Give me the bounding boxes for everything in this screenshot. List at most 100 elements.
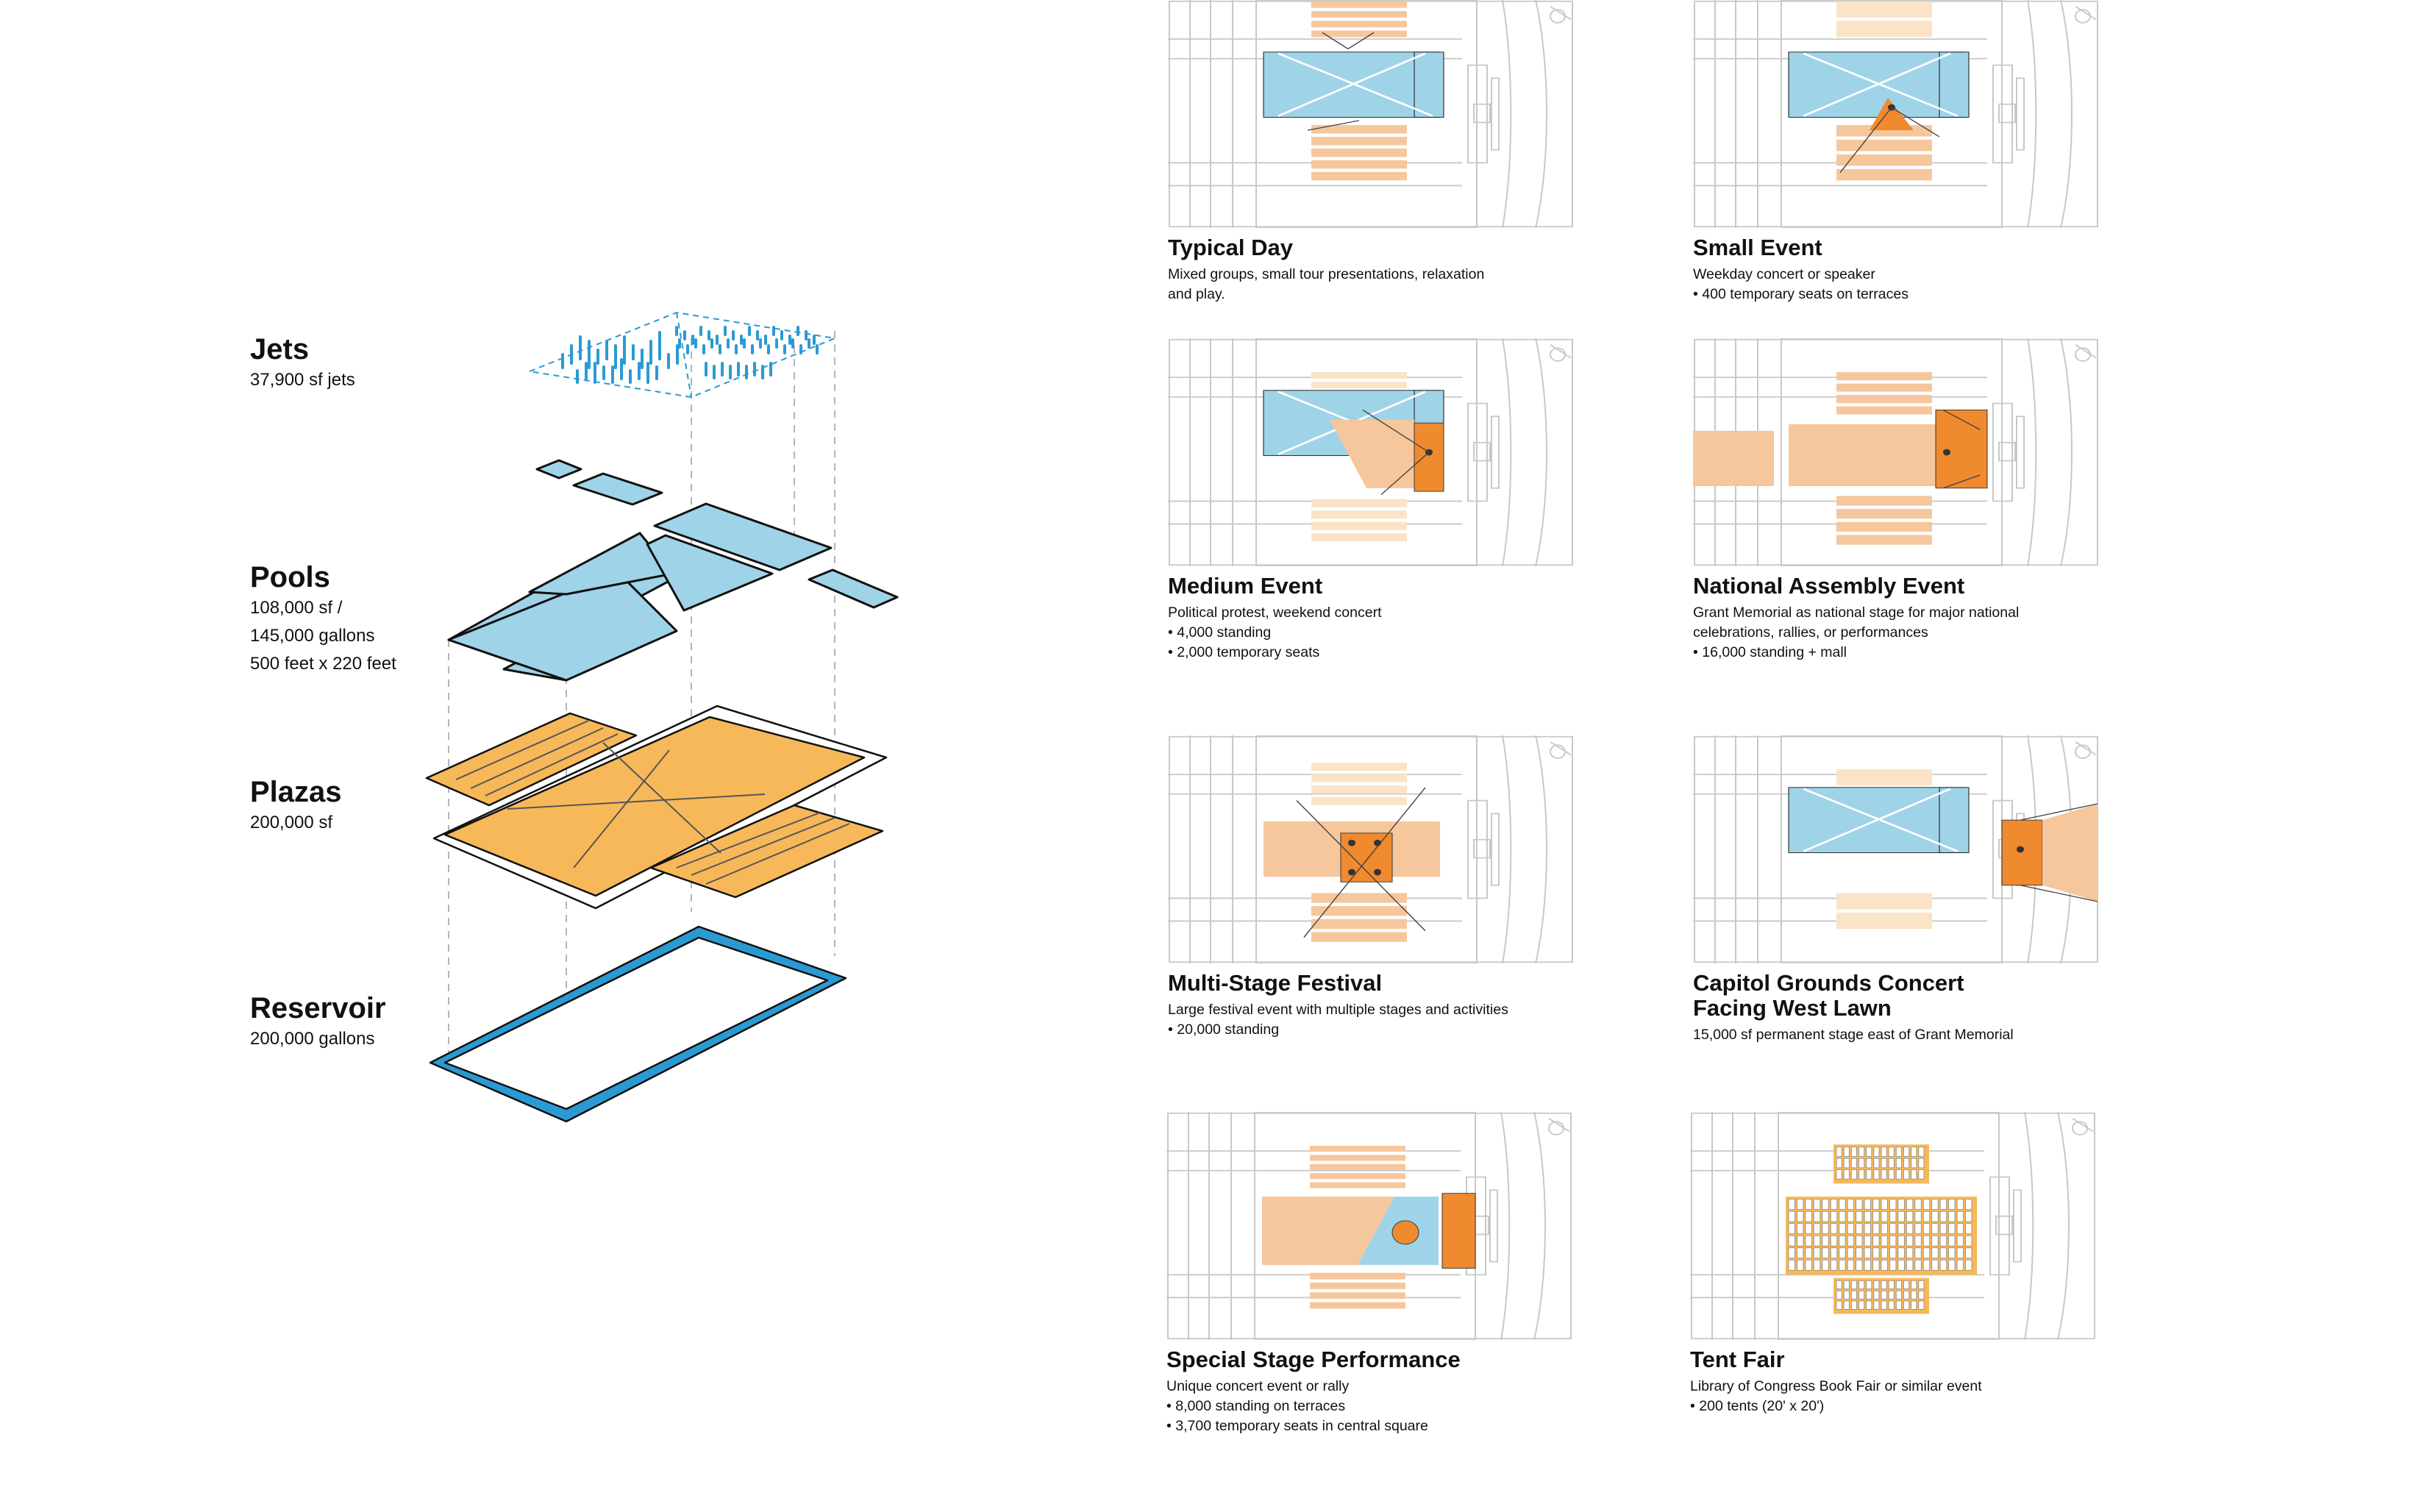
seating-row xyxy=(1311,382,1407,389)
seating-row xyxy=(1311,11,1407,18)
scenario-title: Typical Day xyxy=(1168,235,1294,260)
seating-row xyxy=(1311,796,1407,805)
layer-desc: 500 feet x 220 feet xyxy=(250,654,396,674)
tent xyxy=(1805,1259,1812,1271)
tent xyxy=(1836,1280,1842,1289)
seating-row xyxy=(1310,1292,1405,1299)
tent xyxy=(1911,1158,1917,1169)
tent xyxy=(1888,1158,1895,1169)
tent xyxy=(1903,1280,1910,1289)
tent xyxy=(1939,1210,1947,1222)
tent xyxy=(1948,1247,1956,1259)
tent xyxy=(1881,1259,1888,1271)
tent xyxy=(1939,1235,1947,1247)
tent xyxy=(1906,1210,1914,1222)
exploded-axonometric xyxy=(425,311,899,1123)
seating-row xyxy=(1836,496,1932,506)
scenario-bullet: 200 tents (20' x 20') xyxy=(1690,1397,2102,1416)
tent xyxy=(1788,1235,1795,1247)
plaza-block xyxy=(1781,0,2003,228)
tent xyxy=(1881,1169,1887,1180)
tent xyxy=(1873,1300,1880,1310)
tent xyxy=(1914,1235,1922,1247)
plan-path xyxy=(2075,741,2097,756)
memorial-statue xyxy=(1473,103,1491,124)
tent xyxy=(1881,1235,1888,1247)
tent xyxy=(1911,1280,1917,1289)
tent xyxy=(1864,1247,1871,1259)
tent xyxy=(1956,1235,1964,1247)
pool-east xyxy=(1939,787,1970,853)
memorial-steps xyxy=(2016,77,2025,151)
tent xyxy=(1836,1169,1842,1180)
tent xyxy=(1850,1147,1857,1157)
tent xyxy=(1965,1223,1972,1234)
memorial-statue xyxy=(1473,441,1491,462)
scenario-title: Medium Event xyxy=(1168,573,1323,599)
memorial-outline xyxy=(1467,402,1488,502)
tent xyxy=(1922,1210,1931,1222)
tent xyxy=(1965,1199,1972,1210)
tent xyxy=(1922,1199,1931,1210)
pool-east xyxy=(1939,51,1970,118)
tent xyxy=(1903,1147,1910,1157)
tent xyxy=(1922,1223,1931,1234)
pool-main-right xyxy=(653,502,833,571)
memorial-outline xyxy=(1467,64,1488,164)
layer-desc: 37,900 sf jets xyxy=(250,370,355,390)
tent xyxy=(1895,1300,1902,1310)
layer-title: Reservoir xyxy=(250,992,386,1024)
tent xyxy=(1906,1223,1914,1234)
tent xyxy=(1847,1247,1855,1259)
memorial-steps xyxy=(2013,1189,2022,1263)
tree-icon xyxy=(2075,9,2091,24)
tent xyxy=(1847,1199,1855,1210)
curved-drive xyxy=(1533,1112,1546,1340)
tent xyxy=(1956,1259,1964,1271)
tent xyxy=(1888,1147,1895,1157)
curved-drive xyxy=(1500,1112,1511,1340)
scenario-title: Tent Fair xyxy=(1690,1347,1785,1372)
plaza-block xyxy=(1255,0,1478,228)
tent xyxy=(1797,1235,1804,1247)
tent xyxy=(1843,1158,1850,1169)
seating-row xyxy=(1311,21,1407,28)
tent xyxy=(1788,1210,1795,1222)
memorial-outline xyxy=(1992,402,2013,502)
curved-drive xyxy=(1502,338,1512,566)
seating-row xyxy=(1836,893,1932,910)
crowd-area xyxy=(1262,1197,1394,1266)
scenario-bullet: 3,700 temporary seats in central square xyxy=(1166,1416,1578,1436)
seating-row xyxy=(1311,510,1407,519)
tent xyxy=(1856,1210,1863,1222)
seating-row xyxy=(1310,1163,1405,1170)
tent xyxy=(1843,1290,1850,1299)
tent xyxy=(1872,1199,1880,1210)
tent xyxy=(1788,1247,1795,1259)
plan-border xyxy=(1691,1112,2095,1340)
tent xyxy=(1895,1169,1902,1180)
crowd-area xyxy=(1330,419,1414,488)
layer-desc: 145,000 gallons xyxy=(250,626,375,646)
tent xyxy=(1866,1300,1872,1310)
tent xyxy=(1948,1210,1956,1222)
tent xyxy=(1839,1210,1846,1222)
tent xyxy=(1897,1210,1905,1222)
curved-drive xyxy=(1535,338,1547,566)
seating-row xyxy=(1311,521,1407,530)
tent xyxy=(1956,1247,1964,1259)
tent xyxy=(1888,1300,1895,1310)
seating-rows xyxy=(1836,893,1932,930)
tent xyxy=(1872,1235,1880,1247)
sight-line xyxy=(1322,32,1349,49)
tent xyxy=(1881,1300,1887,1310)
tent xyxy=(1805,1247,1812,1259)
memorial-steps xyxy=(1491,813,1500,886)
seating-row xyxy=(1311,932,1407,942)
tent xyxy=(1850,1280,1857,1289)
seating-row xyxy=(1836,168,1932,181)
stage xyxy=(1935,409,1988,489)
scenario-bullet: 4,000 standing xyxy=(1168,623,1580,643)
